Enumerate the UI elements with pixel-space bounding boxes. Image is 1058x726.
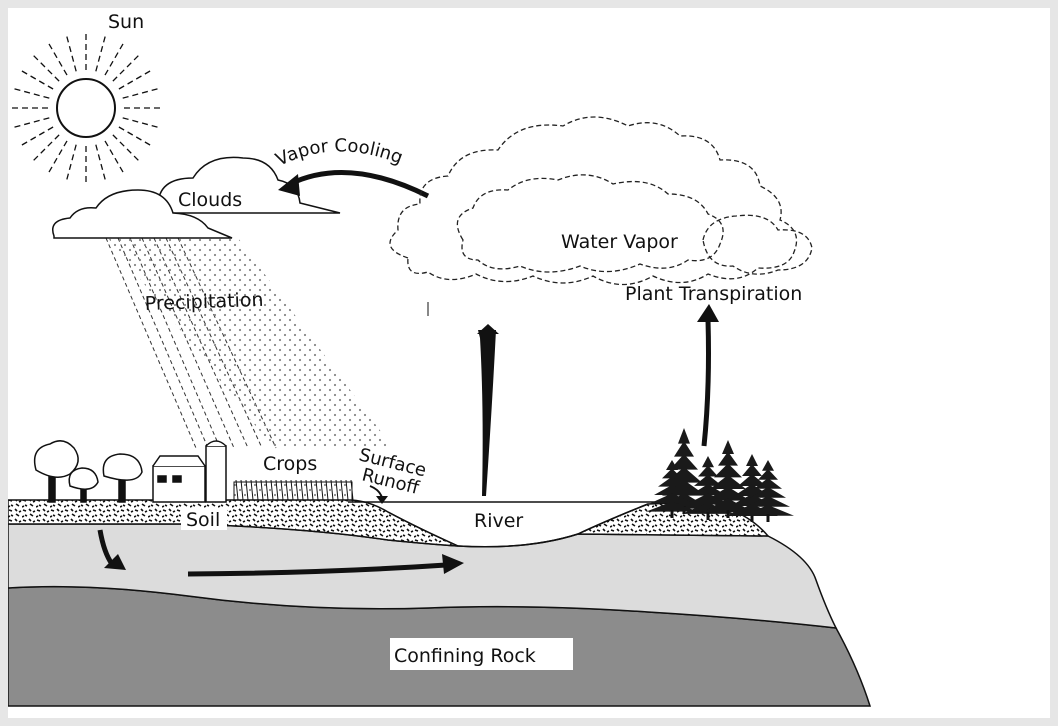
plant-transpiration-label: Plant Transpiration (625, 283, 802, 305)
clouds-label: Clouds (178, 189, 242, 211)
crop-stalk (325, 479, 329, 501)
crop-stalk (295, 479, 299, 501)
crop-stalk (235, 479, 239, 501)
conifer-tree (742, 460, 794, 522)
crop-stalk (345, 479, 349, 501)
water-cycle-diagram: Sun Clouds Vapor Cooling Water Vapor Pre… (8, 8, 1050, 718)
groundwater-flow-arrow (187, 554, 464, 577)
sun-ray (30, 134, 60, 164)
crop-stalk (315, 479, 319, 501)
crop-stalk (265, 479, 269, 501)
sun-ray (122, 87, 162, 99)
crop-stalk (330, 479, 334, 501)
crop-stalk (240, 479, 244, 501)
sun-ray (118, 126, 154, 148)
crop-stalk (305, 479, 309, 501)
crop-stalk (260, 479, 264, 501)
surface-runoff-arrow (369, 485, 388, 504)
transpiration-arrow (697, 304, 719, 447)
deciduous-trees (33, 440, 143, 503)
crop-stalk (335, 479, 339, 501)
confining-rock-label-bg (390, 638, 573, 670)
sun (8, 30, 164, 186)
sun-label: Sun (108, 11, 144, 33)
soil-label: Soil (186, 509, 220, 531)
crop-stalk (340, 479, 344, 501)
infiltration-arrow (97, 529, 126, 570)
water-vapor-label: Water Vapor (561, 231, 678, 253)
sun-ray (95, 144, 107, 184)
sun-ray (104, 140, 126, 176)
evaporation-arrow (477, 324, 499, 496)
sun-ray (122, 117, 162, 129)
precipitation-streaks (105, 237, 393, 449)
crop-stalk (300, 479, 304, 501)
water-vapor-cloud (389, 116, 813, 286)
crop-stalk (320, 479, 324, 501)
crop-stalk (245, 479, 249, 501)
sun-ray (95, 32, 107, 72)
crop-stalk (310, 479, 314, 501)
crop-stalk (350, 479, 354, 501)
farmhouse (152, 440, 227, 503)
sun-ray (118, 68, 154, 90)
river-label: River (474, 510, 523, 532)
diagram-canvas: Sun Clouds Vapor Cooling Water Vapor Pre… (8, 11, 872, 707)
conifer-tree (646, 460, 698, 518)
clouds (52, 156, 341, 239)
sun-ray (65, 144, 77, 184)
river (348, 501, 668, 548)
sun-ray (10, 87, 50, 99)
precipitation-label: Precipitation (144, 289, 263, 315)
crop-stalk (280, 479, 284, 501)
crop-stalk (290, 479, 294, 501)
sun-ray (18, 126, 54, 148)
vapor-cooling-arrow (278, 170, 430, 199)
crops-field (233, 479, 354, 501)
sun-ray (112, 134, 142, 164)
sun-ray (30, 52, 60, 82)
conifer-forest (646, 428, 794, 522)
crop-stalk (270, 479, 274, 501)
vapor-cooling-label: Vapor Cooling (273, 135, 406, 170)
sun-ray (46, 40, 68, 76)
crop-stalk (275, 479, 279, 501)
crop-stalk (285, 479, 289, 501)
sun-ray (18, 68, 54, 90)
sun-ray (104, 40, 126, 76)
confining-rock-label: Confining Rock (394, 645, 536, 667)
conifer-tree (702, 440, 754, 518)
crops-label: Crops (263, 453, 317, 475)
sun-ray (112, 52, 142, 82)
crop-stalk (250, 479, 254, 501)
sun-ray (65, 32, 77, 72)
soil-label-bg (181, 508, 227, 530)
sun-ray (10, 117, 50, 129)
crop-stalk (255, 479, 259, 501)
sun-ray (46, 140, 68, 176)
